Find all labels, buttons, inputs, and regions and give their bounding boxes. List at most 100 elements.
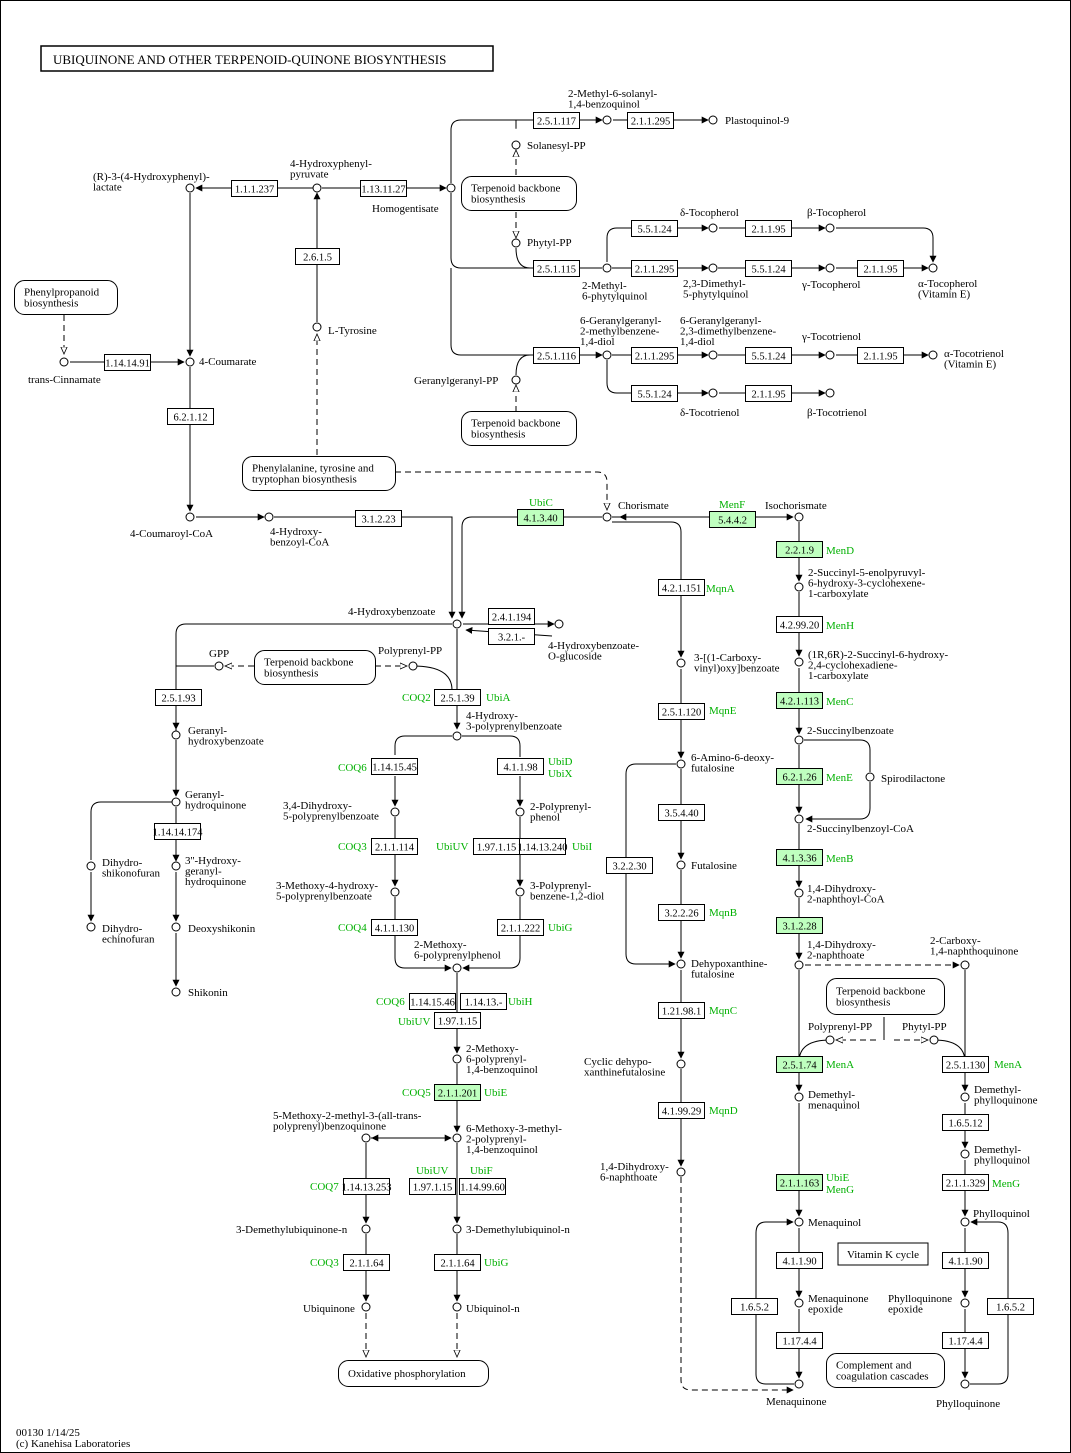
enzyme-box-e67[interactable]: 1.17.4.4 [942,1332,989,1349]
compound-node-c6[interactable] [185,357,195,367]
enzyme-box-e48[interactable]: 3.2.2.26 [658,904,705,921]
enzyme-box-e10[interactable]: 2.1.1.295 [631,260,678,277]
compound-node-c63[interactable] [794,888,804,898]
compound-node-c53[interactable] [676,759,686,769]
compound-node-c40[interactable] [390,807,400,817]
compound-node-c46[interactable] [361,1133,371,1143]
enzyme-box-e46[interactable]: 3.5.4.40 [658,804,705,821]
compound-node-c49[interactable] [452,1224,462,1234]
enzyme-box-e66[interactable]: 1.17.4.4 [776,1332,823,1349]
compound-node-c29[interactable] [554,619,564,629]
enzyme-box-e4[interactable]: 1.14.14.91 [104,354,151,371]
enzyme-box-e43[interactable]: 2.1.1.64 [434,1254,481,1271]
enzyme-box-e32[interactable]: 1.14.13.240 [518,838,568,855]
enzyme-box-e42[interactable]: 2.1.1.64 [343,1254,390,1271]
enzyme-box-e26[interactable]: 2.5.1.39 [434,689,481,706]
enzyme-box-e36[interactable]: 1.14.13.- [460,993,507,1010]
compound-node-c52[interactable] [676,658,686,668]
enzyme-box-e51[interactable]: 2.2.1.9 [776,541,823,558]
enzyme-box-e52[interactable]: 4.2.99.20 [776,616,823,633]
enzyme-box-e23[interactable]: 2.4.1.194 [488,608,535,625]
enzyme-box-e65[interactable]: 1.6.5.2 [987,1298,1034,1315]
compound-node-c42[interactable] [390,887,400,897]
compound-node-c21[interactable] [825,350,835,360]
compound-node-c47[interactable] [452,1133,462,1143]
enzyme-box-e24[interactable]: 3.2.1.- [488,628,535,645]
enzyme-box-e17[interactable]: 5.5.1.24 [745,347,792,364]
compound-node-c45[interactable] [452,1054,462,1064]
compound-node-c37[interactable] [171,922,181,932]
compound-node-c15[interactable] [602,263,612,273]
compound-node-c11[interactable] [511,140,521,150]
enzyme-box-e47[interactable]: 3.2.2.30 [606,857,653,874]
enzyme-box-e64[interactable]: 1.6.5.2 [731,1298,778,1315]
enzyme-box-e38[interactable]: 2.1.1.201 [434,1084,481,1101]
enzyme-box-e41[interactable]: 1.14.99.60 [459,1178,506,1195]
compound-node-c44[interactable] [452,963,462,973]
enzyme-box-e3[interactable]: 2.6.1.5 [295,248,340,265]
compound-node-c7[interactable] [185,512,195,522]
compound-node-c72[interactable] [960,1217,970,1227]
enzyme-box-e56[interactable]: 3.1.2.28 [776,917,823,934]
compound-node-c60[interactable] [794,735,804,745]
enzyme-box-e18[interactable]: 2.1.1.95 [857,347,904,364]
enzyme-box-e21[interactable]: 4.1.3.40 [517,509,564,526]
compound-node-c50[interactable] [361,1302,371,1312]
compound-node-c57[interactable] [676,1167,686,1177]
enzyme-box-e1[interactable]: 1.1.1.237 [231,180,278,197]
compound-node-c38[interactable] [171,987,181,997]
compound-node-c30[interactable] [214,661,224,671]
compound-node-c36[interactable] [86,922,96,932]
compound-node-c68[interactable] [794,1092,804,1102]
pathway-link-m7[interactable]: Oxidative phosphorylation [338,1360,489,1387]
enzyme-box-e50[interactable]: 4.1.99.29 [658,1102,705,1119]
enzyme-box-e40[interactable]: 1.97.1.15 [409,1178,456,1195]
compound-node-c71[interactable] [794,1217,804,1227]
compound-node-c27[interactable] [794,512,804,522]
compound-node-c19[interactable] [602,350,612,360]
enzyme-box-e58[interactable]: 2.5.1.130 [942,1056,989,1073]
enzyme-box-e13[interactable]: 5.5.1.24 [631,220,678,237]
compound-node-c41[interactable] [515,807,525,817]
enzyme-box-e22[interactable]: 5.4.4.2 [709,511,756,528]
compound-node-c76[interactable] [960,1379,970,1389]
enzyme-box-e44[interactable]: 4.2.1.151 [658,579,705,596]
compound-node-c2[interactable] [312,183,322,193]
compound-node-c62[interactable] [794,814,804,824]
enzyme-box-e45[interactable]: 2.5.1.120 [658,703,705,720]
compound-node-c74[interactable] [960,1298,970,1308]
compound-node-c25[interactable] [825,388,835,398]
compound-node-c69[interactable] [960,1092,970,1102]
compound-node-c43[interactable] [515,887,525,897]
compound-node-c1[interactable] [185,183,195,193]
compound-node-c3[interactable] [446,183,456,193]
compound-node-c51[interactable] [452,1302,462,1312]
enzyme-box-e5[interactable]: 6.2.1.12 [167,408,214,425]
enzyme-box-e59[interactable]: 1.6.5.12 [942,1114,989,1131]
compound-node-c73[interactable] [794,1298,804,1308]
compound-node-c23[interactable] [511,375,521,385]
compound-node-c55[interactable] [676,959,686,969]
enzyme-box-e19[interactable]: 5.5.1.24 [631,385,678,402]
compound-node-c4[interactable] [312,322,322,332]
compound-node-c67[interactable] [929,1035,939,1045]
enzyme-box-e11[interactable]: 5.5.1.24 [745,260,792,277]
compound-node-c13[interactable] [708,223,718,233]
enzyme-box-e33[interactable]: 4.1.1.130 [371,919,418,936]
enzyme-box-e34[interactable]: 2.1.1.222 [497,919,544,936]
enzyme-box-e29[interactable]: 4.1.1.98 [497,758,544,775]
enzyme-box-e57[interactable]: 2.5.1.74 [776,1056,823,1073]
compound-node-c70[interactable] [960,1149,970,1159]
enzyme-box-e28[interactable]: 1.14.15.45 [371,758,418,775]
compound-node-c10[interactable] [708,115,718,125]
enzyme-box-e35[interactable]: 1.14.15.46 [409,993,456,1010]
enzyme-box-e6[interactable]: 3.1.2.23 [355,510,402,527]
enzyme-box-e2[interactable]: 1.13.11.27 [360,180,407,197]
compound-node-c31[interactable] [408,661,418,671]
enzyme-box-e31[interactable]: 1.97.1.15 [473,838,520,855]
enzyme-box-e61[interactable]: 2.1.1.329 [942,1174,989,1191]
